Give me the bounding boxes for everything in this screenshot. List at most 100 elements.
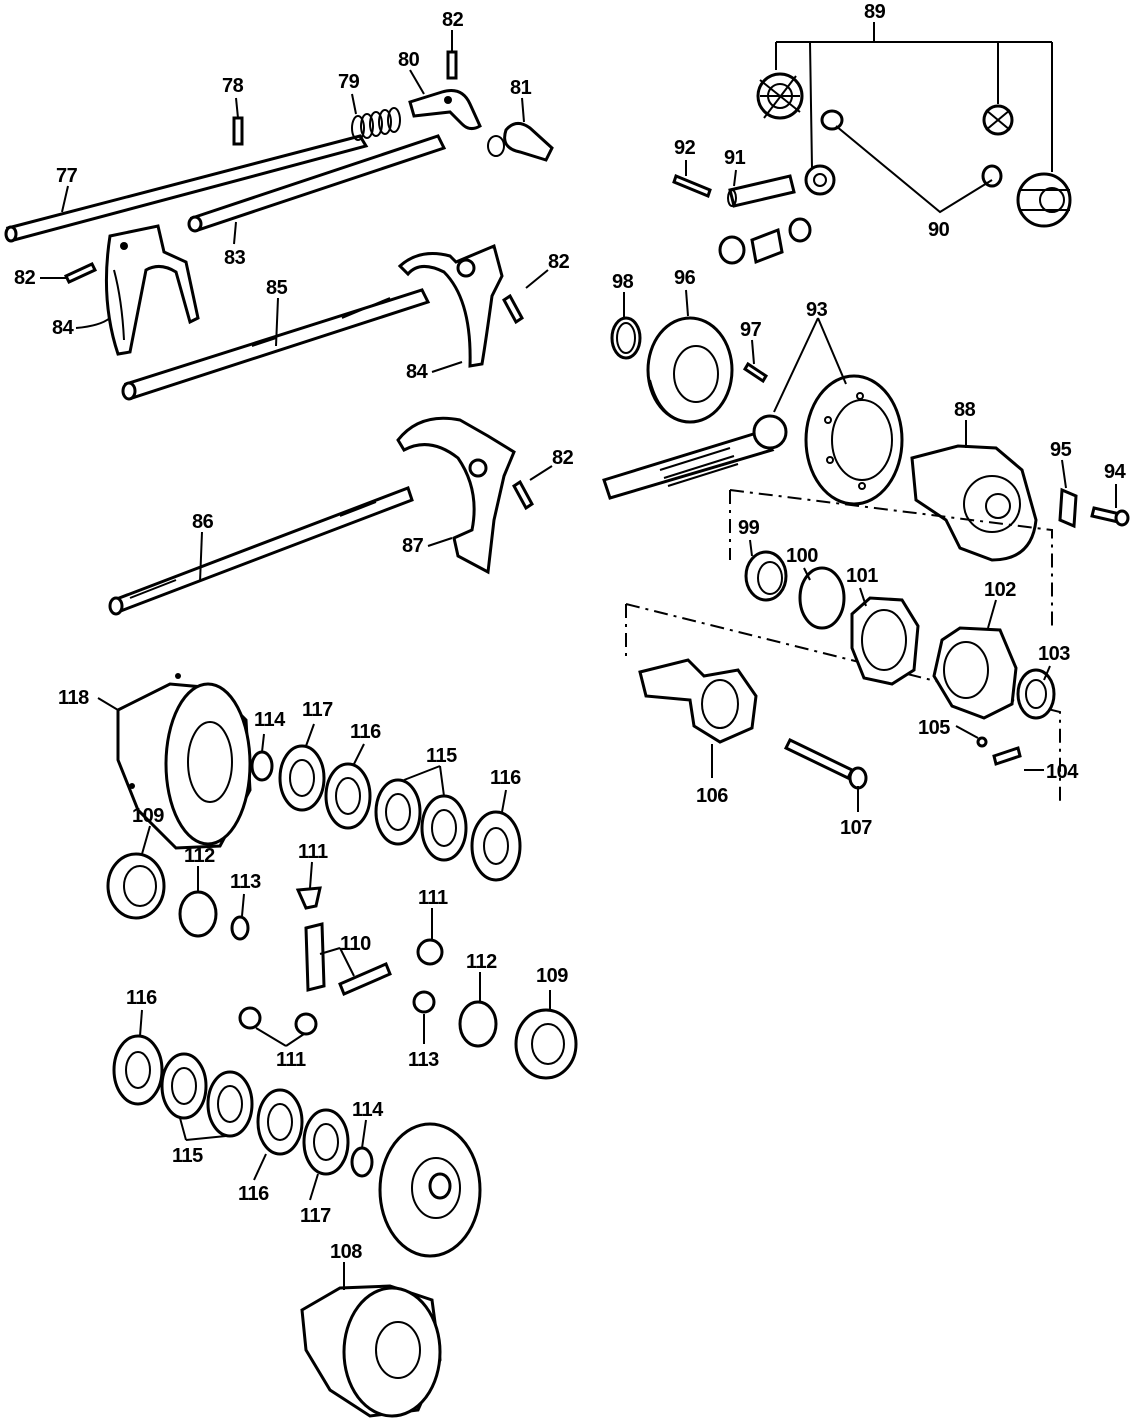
- diff-case-flange-lower: [378, 1122, 482, 1258]
- label-109-lower: 109: [536, 965, 568, 987]
- clutch-disc-115-lower-b: [206, 1070, 254, 1138]
- label-100: 100: [786, 545, 818, 567]
- label-117-upper: 117: [302, 699, 333, 721]
- leader-lines: [40, 22, 1117, 1290]
- label-113-lower: 113: [408, 1049, 439, 1071]
- pinion-gear-right-top: [982, 104, 1014, 136]
- screw-104-105: [976, 736, 1022, 766]
- label-116-lower-a: 116: [126, 987, 157, 1009]
- label-103: 103: [1038, 643, 1070, 665]
- label-98: 98: [612, 271, 634, 293]
- label-84-left: 84: [52, 317, 75, 339]
- pinion-shaft-91: [727, 174, 796, 208]
- roll-pin-92: [672, 174, 712, 198]
- label-82-top: 82: [442, 9, 464, 31]
- label-113-upper: 113: [230, 871, 261, 893]
- bearing-retainer-102: [932, 626, 1018, 720]
- spacer-114-lower: [350, 1146, 374, 1178]
- label-93: 93: [806, 299, 828, 321]
- shift-fork-87: [396, 416, 516, 575]
- thrust-washer-right: [981, 164, 1003, 188]
- spacer-114-upper: [250, 750, 274, 782]
- clutch-plate-116-upper-a: [324, 762, 372, 830]
- shift-rail-77: [4, 134, 369, 243]
- label-106: 106: [696, 785, 728, 807]
- shaft-spacer-set: [718, 217, 812, 265]
- label-79: 79: [338, 71, 360, 93]
- label-82-left: 82: [14, 267, 36, 289]
- label-81: 81: [510, 77, 532, 99]
- ring-gear-93: [804, 374, 904, 506]
- label-96: 96: [674, 267, 696, 289]
- pinion-111-mid: [416, 938, 444, 966]
- side-gear-large-right: [1016, 172, 1072, 228]
- label-101: 101: [846, 565, 878, 587]
- label-112-upper: 112: [184, 845, 215, 867]
- label-108: 108: [330, 1241, 362, 1263]
- clutch-disc-115-upper-a: [374, 778, 422, 846]
- label-99: 99: [738, 517, 760, 539]
- clutch-disc-115-lower-a: [160, 1052, 208, 1120]
- label-109-upper: 109: [132, 805, 164, 827]
- label-86: 86: [192, 511, 214, 533]
- spring-79: [351, 107, 401, 141]
- washer-113-lower: [412, 990, 436, 1014]
- shift-rail-86: [108, 486, 414, 616]
- label-112-lower: 112: [466, 951, 497, 973]
- label-116-upper-a: 116: [350, 721, 381, 743]
- pinion-shaft-93: [602, 414, 788, 500]
- label-116-lower-b: 116: [238, 1183, 269, 1205]
- assembly-bracket-lower: [625, 603, 1061, 806]
- bolt-107: [783, 738, 868, 790]
- label-116-upper-b: 116: [490, 767, 521, 789]
- pinion-111-top: [295, 886, 322, 910]
- o-ring-100: [798, 566, 846, 630]
- label-111-top: 111: [298, 841, 328, 863]
- clip-81: [487, 122, 554, 162]
- seal-103: [1016, 668, 1056, 720]
- label-115-upper: 115: [426, 745, 457, 767]
- label-87: 87: [402, 535, 424, 557]
- label-82-low: 82: [552, 447, 574, 469]
- shim-117-upper: [278, 744, 326, 812]
- shim-117-lower: [302, 1108, 350, 1176]
- label-91: 91: [724, 147, 746, 169]
- label-114-upper: 114: [254, 709, 286, 731]
- bearing-99: [744, 550, 788, 602]
- label-105: 105: [918, 717, 950, 739]
- label-111-mid: 111: [418, 887, 448, 909]
- gasket-101: [850, 596, 920, 686]
- shaft-110: [304, 922, 392, 996]
- bearing-cup-96: [646, 316, 734, 424]
- thrust-washer-left: [820, 109, 844, 131]
- clutch-disc-115-upper-b: [420, 794, 468, 862]
- shift-fork-84-right: [397, 243, 504, 368]
- label-114-lower: 114: [352, 1099, 384, 1121]
- pin-82-top: [446, 50, 458, 80]
- side-gear-112-upper: [178, 890, 218, 938]
- clip-95: [1058, 487, 1078, 529]
- label-111-lower: 111: [276, 1049, 306, 1071]
- roll-pin-82-low: [512, 479, 534, 511]
- label-117-lower: 117: [300, 1205, 331, 1227]
- label-118: 118: [58, 687, 89, 709]
- label-115-lower: 115: [172, 1145, 203, 1167]
- callout-labels: 77 78 79 80 82 81 82 83 84 85 82 84 86 8…: [14, 1, 1127, 1263]
- washer-113-upper: [230, 915, 250, 941]
- interlock-80: [408, 89, 482, 131]
- label-80: 80: [398, 49, 420, 71]
- label-89: 89: [864, 1, 886, 23]
- side-gear-112-lower: [458, 1000, 498, 1048]
- label-85: 85: [266, 277, 288, 299]
- clutch-plate-116-lower-a: [112, 1034, 164, 1106]
- shift-fork-84-left: [104, 224, 200, 356]
- output-yoke-106: [638, 658, 758, 744]
- label-78: 78: [222, 75, 244, 97]
- label-97: 97: [740, 319, 762, 341]
- diff-case-half-118: [116, 673, 252, 850]
- bolt-94: [1090, 506, 1130, 527]
- label-77: 77: [56, 165, 78, 187]
- pinion-gear-small: [804, 164, 836, 196]
- assembly-bracket-upper: [729, 489, 1053, 630]
- label-84-right: 84: [406, 361, 429, 383]
